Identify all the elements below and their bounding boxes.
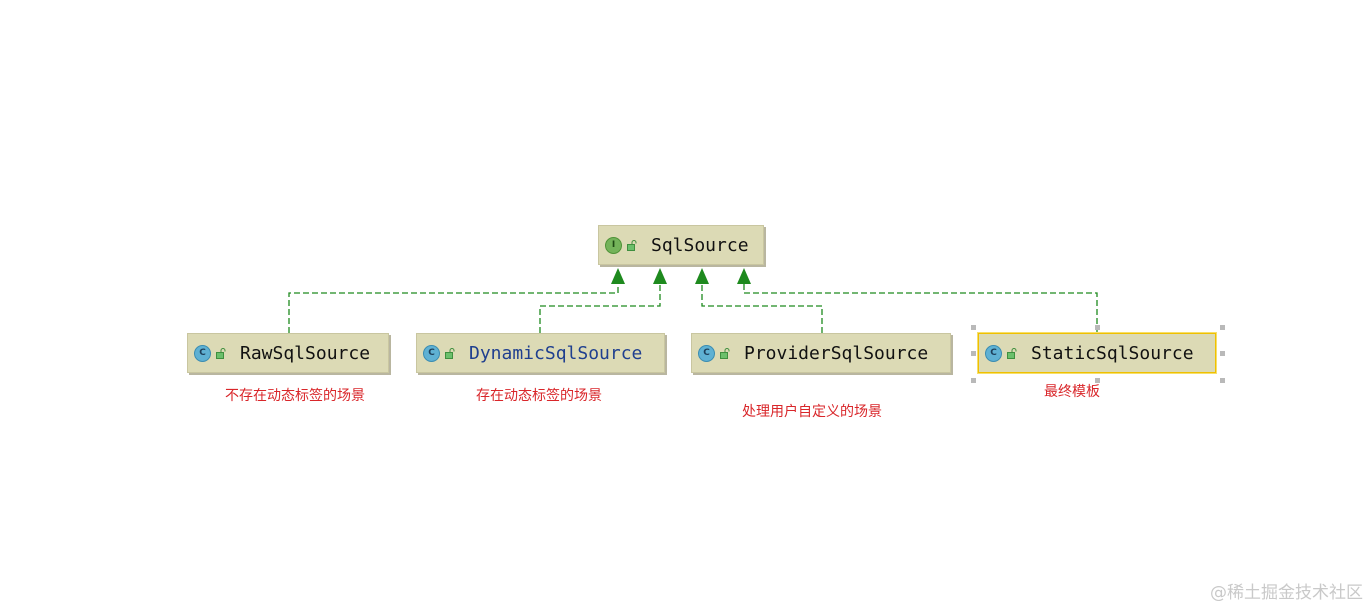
unlocked-icon	[445, 347, 455, 359]
class-icon: C	[985, 344, 1002, 362]
arrowhead-rawsqlsource	[611, 268, 625, 284]
node-rawsqlsource[interactable]: C RawSqlSource	[187, 333, 389, 373]
node-label: SqlSource	[651, 234, 749, 256]
interface-icon: I	[605, 236, 622, 254]
node-label: RawSqlSource	[240, 342, 371, 364]
edge-staticsqlsource	[743, 283, 1098, 333]
note-providersqlsource: 处理用户自定义的场景	[742, 404, 882, 420]
note-staticsqlsource: 最终模板	[1044, 384, 1100, 400]
resize-handle-top-mid[interactable]	[1095, 325, 1100, 330]
resize-handle-top-right[interactable]	[1220, 325, 1225, 330]
unlocked-icon	[216, 347, 226, 359]
unlocked-icon	[720, 347, 730, 359]
arrowhead-staticsqlsource	[737, 268, 751, 284]
node-staticsqlsource[interactable]: C StaticSqlSource	[978, 333, 1216, 373]
resize-handle-mid-left[interactable]	[971, 351, 976, 356]
edge-dynamicsqlsource	[539, 283, 661, 333]
arrowhead-dynamicsqlsource	[653, 268, 667, 284]
note-dynamicsqlsource: 存在动态标签的场景	[476, 388, 602, 404]
note-rawsqlsource: 不存在动态标签的场景	[225, 388, 365, 404]
class-icon: C	[698, 344, 715, 362]
watermark: @稀土掘金技术社区	[1210, 583, 1363, 603]
class-icon: C	[423, 344, 440, 362]
resize-handle-bottom-right[interactable]	[1220, 378, 1225, 383]
node-sqlsource[interactable]: I SqlSource	[598, 225, 764, 265]
resize-handle-mid-right[interactable]	[1220, 351, 1225, 356]
edge-providersqlsource	[701, 283, 823, 333]
node-label: ProviderSqlSource	[744, 342, 929, 364]
node-providersqlsource[interactable]: C ProviderSqlSource	[691, 333, 951, 373]
unlocked-icon	[627, 239, 637, 251]
unlocked-icon	[1007, 347, 1017, 359]
node-label: DynamicSqlSource	[469, 342, 643, 364]
edge-rawsqlsource	[288, 283, 619, 333]
resize-handle-bottom-mid[interactable]	[1095, 378, 1100, 383]
arrowhead-providersqlsource	[695, 268, 709, 284]
resize-handle-bottom-left[interactable]	[971, 378, 976, 383]
node-label: StaticSqlSource	[1031, 342, 1194, 364]
resize-handle-top-left[interactable]	[971, 325, 976, 330]
class-icon: C	[194, 344, 211, 362]
node-dynamicsqlsource[interactable]: C DynamicSqlSource	[416, 333, 665, 373]
